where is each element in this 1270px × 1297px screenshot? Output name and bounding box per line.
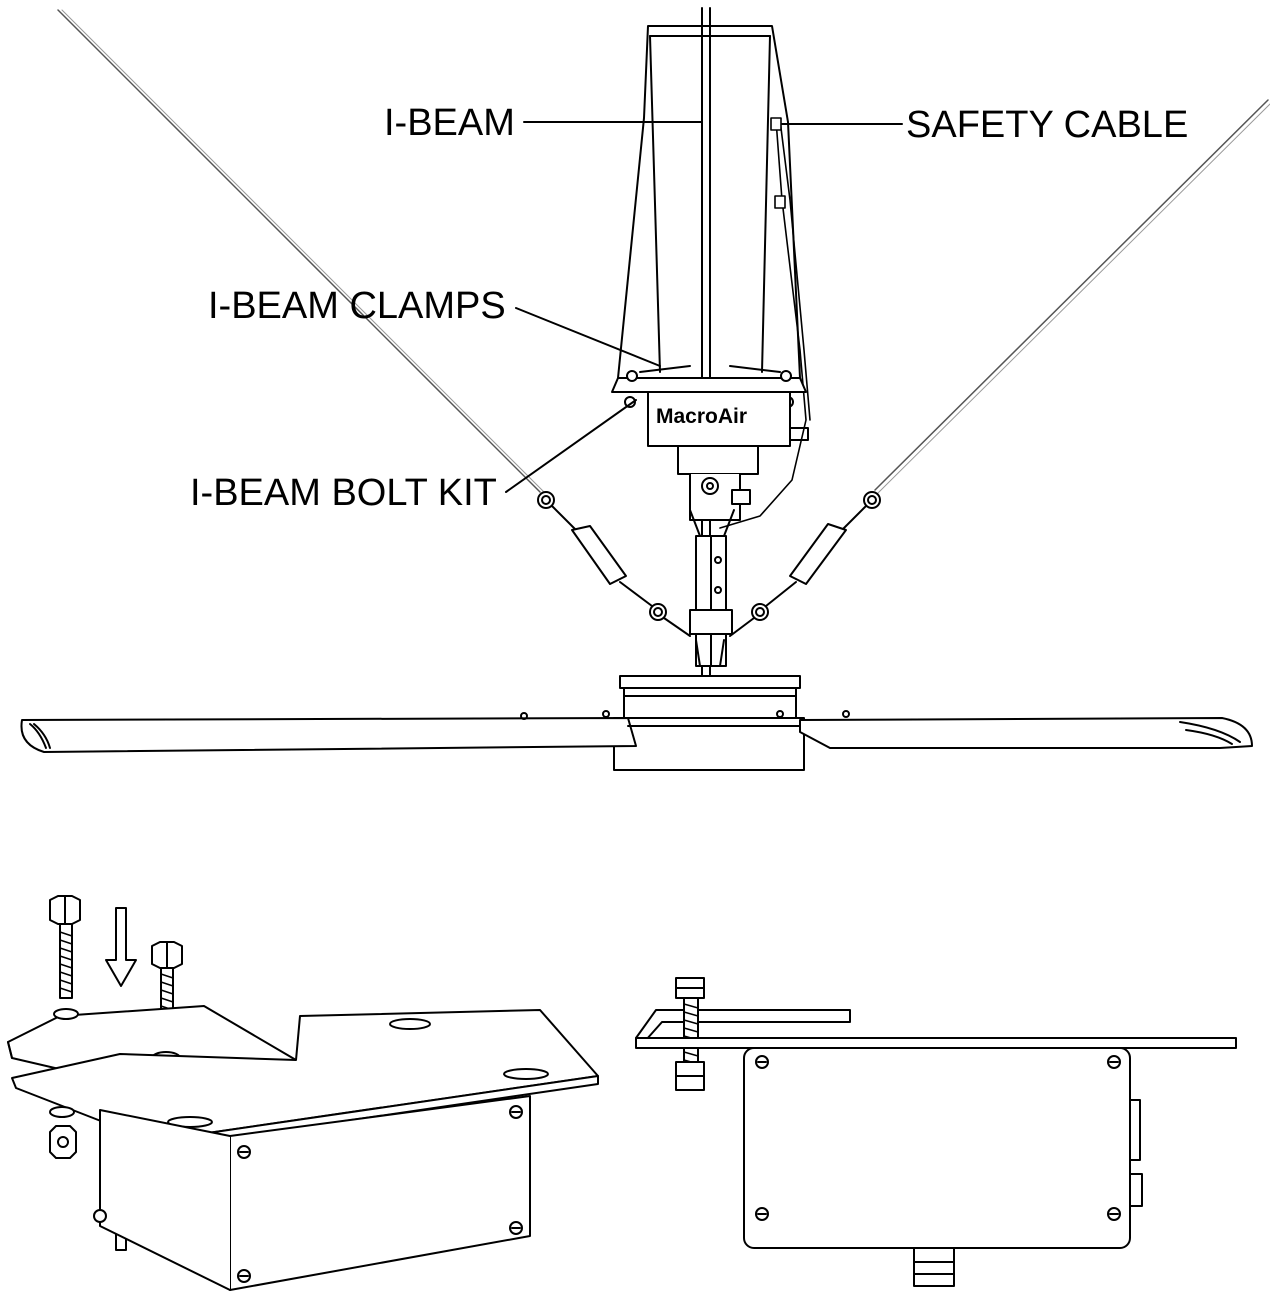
label-i-beam: I-BEAM [384, 102, 515, 144]
turnbuckle-left [537, 491, 691, 637]
control-box [647, 391, 809, 447]
side-beam-flange [635, 1037, 1237, 1049]
arrow-down [105, 907, 137, 987]
safety-cable [719, 117, 811, 529]
leader-lines [505, 121, 903, 493]
side-control-box [743, 1047, 1143, 1287]
bolt-left [49, 895, 81, 999]
turnbuckle-right [729, 491, 881, 637]
fan-blades [20, 710, 1253, 753]
nut-left [49, 1106, 77, 1159]
guy-wires [57, 9, 1270, 495]
brand-logo-text: MacroAir [656, 405, 748, 428]
label-i-beam-clamps: I-BEAM CLAMPS [208, 285, 506, 327]
downrod [689, 535, 733, 667]
label-i-beam-bolt-kit: I-BEAM BOLT KIT [190, 472, 497, 514]
control-box-iso [93, 1095, 531, 1291]
mount-yoke [677, 445, 759, 537]
label-safety-cable: SAFETY CABLE [906, 104, 1189, 146]
i-beam-clamps-drawing [611, 365, 807, 408]
side-clamp [635, 1009, 851, 1041]
